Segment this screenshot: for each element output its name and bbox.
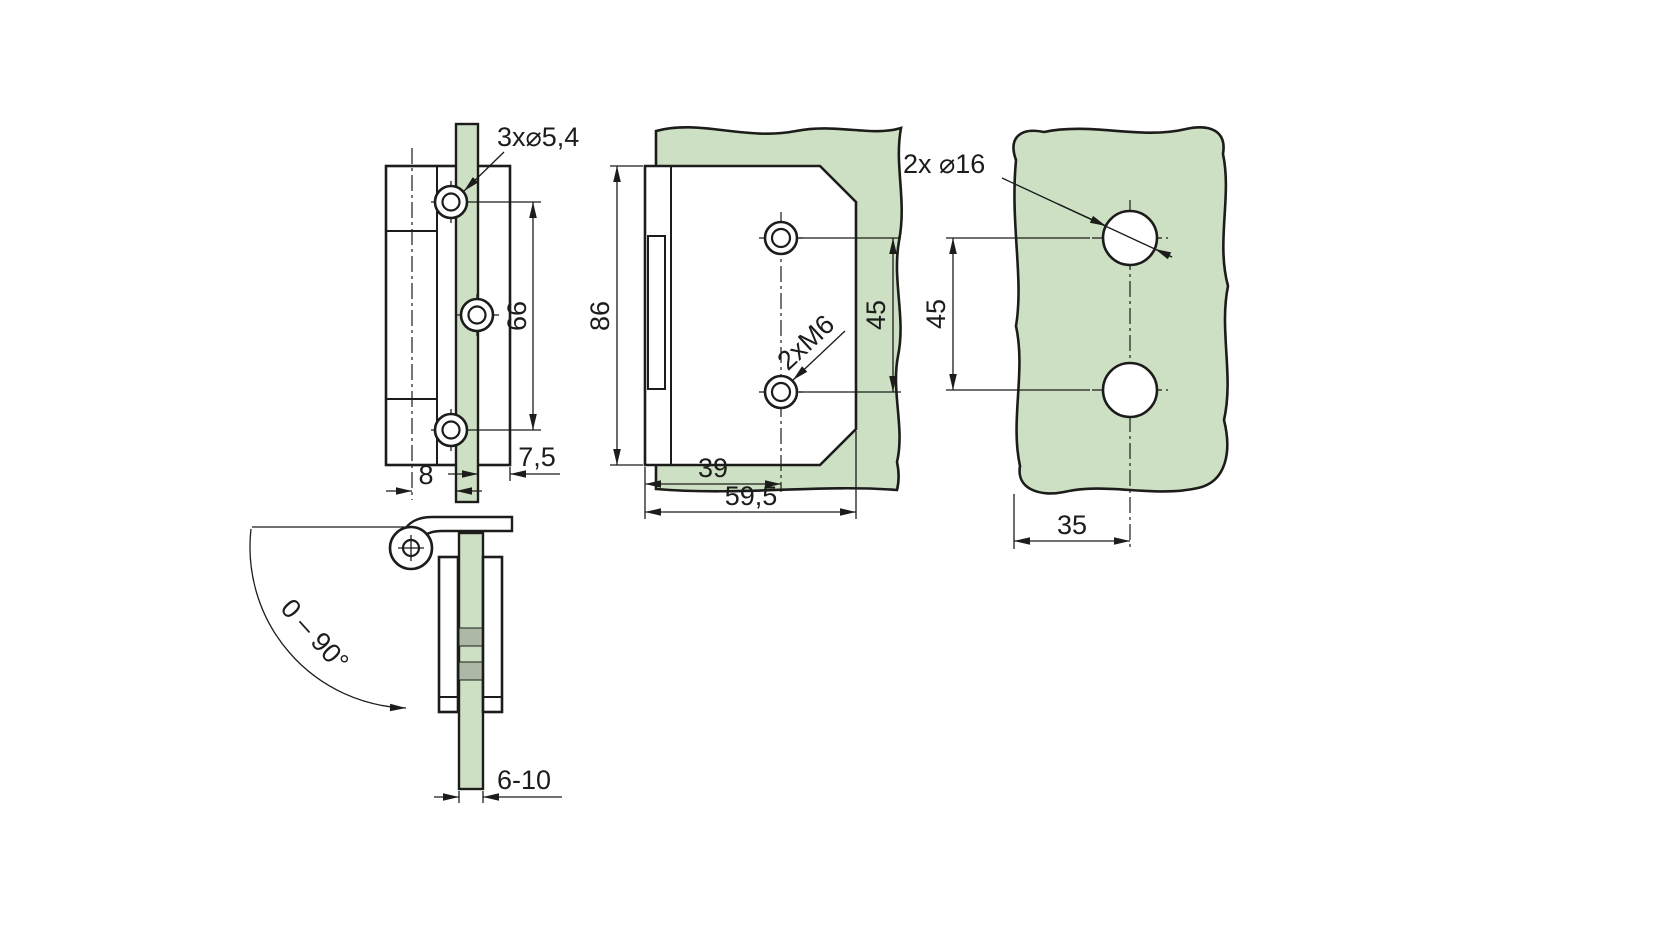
panel-callout-arrow-near	[1057, 203, 1107, 227]
dim-59-5-label: 59,5	[725, 481, 778, 511]
top-hole-inner	[441, 192, 461, 212]
clamp-plate-right	[481, 555, 504, 714]
hole-callout-label: 3x⌀5,4	[497, 122, 579, 152]
front-bottom-hole-inner	[770, 381, 792, 403]
clamp-band-lower	[458, 661, 484, 681]
dim-6-10-label: 6-10	[497, 765, 551, 795]
side-view: 66 3x⌀5,4 7,5 8	[384, 122, 579, 504]
dim-45p-label: 45	[921, 299, 951, 329]
panel-view: 2x ⌀16 45 35	[903, 126, 1230, 549]
dim-86-label: 86	[585, 301, 615, 331]
clamp-plate-left	[437, 555, 460, 714]
angle-arc	[249, 528, 407, 712]
plate-channel-slot	[647, 235, 666, 390]
glass-panel-drill	[1012, 126, 1230, 495]
bottom-hole-inner	[441, 420, 461, 440]
panel-callout-arrow-far	[1154, 248, 1173, 260]
front-view: 86 45 2xM6 39 59,5	[585, 126, 903, 519]
dim-7-5-label: 7,5	[518, 442, 556, 472]
hole-callout-leader	[463, 151, 505, 192]
glass-strip-fold	[457, 531, 485, 791]
front-top-hole-inner	[770, 227, 792, 249]
panel-callout-label: 2x ⌀16	[903, 149, 985, 179]
dim-66-label: 66	[502, 301, 532, 331]
dim-35-label: 35	[1057, 510, 1087, 540]
fold-view: 0 – 90° 6-10	[249, 515, 562, 803]
dim-39-label: 39	[698, 453, 728, 483]
panel-bottom-hole	[1101, 361, 1159, 419]
angle-range-label: 0 – 90°	[275, 593, 355, 677]
hinge-plate-front	[643, 164, 858, 467]
thread-callout-leader	[792, 330, 846, 381]
clamp-band-upper	[458, 627, 484, 647]
dim-45f-label: 45	[861, 300, 891, 330]
mid-hole-inner	[467, 305, 487, 325]
dim-8-label: 8	[418, 460, 433, 490]
